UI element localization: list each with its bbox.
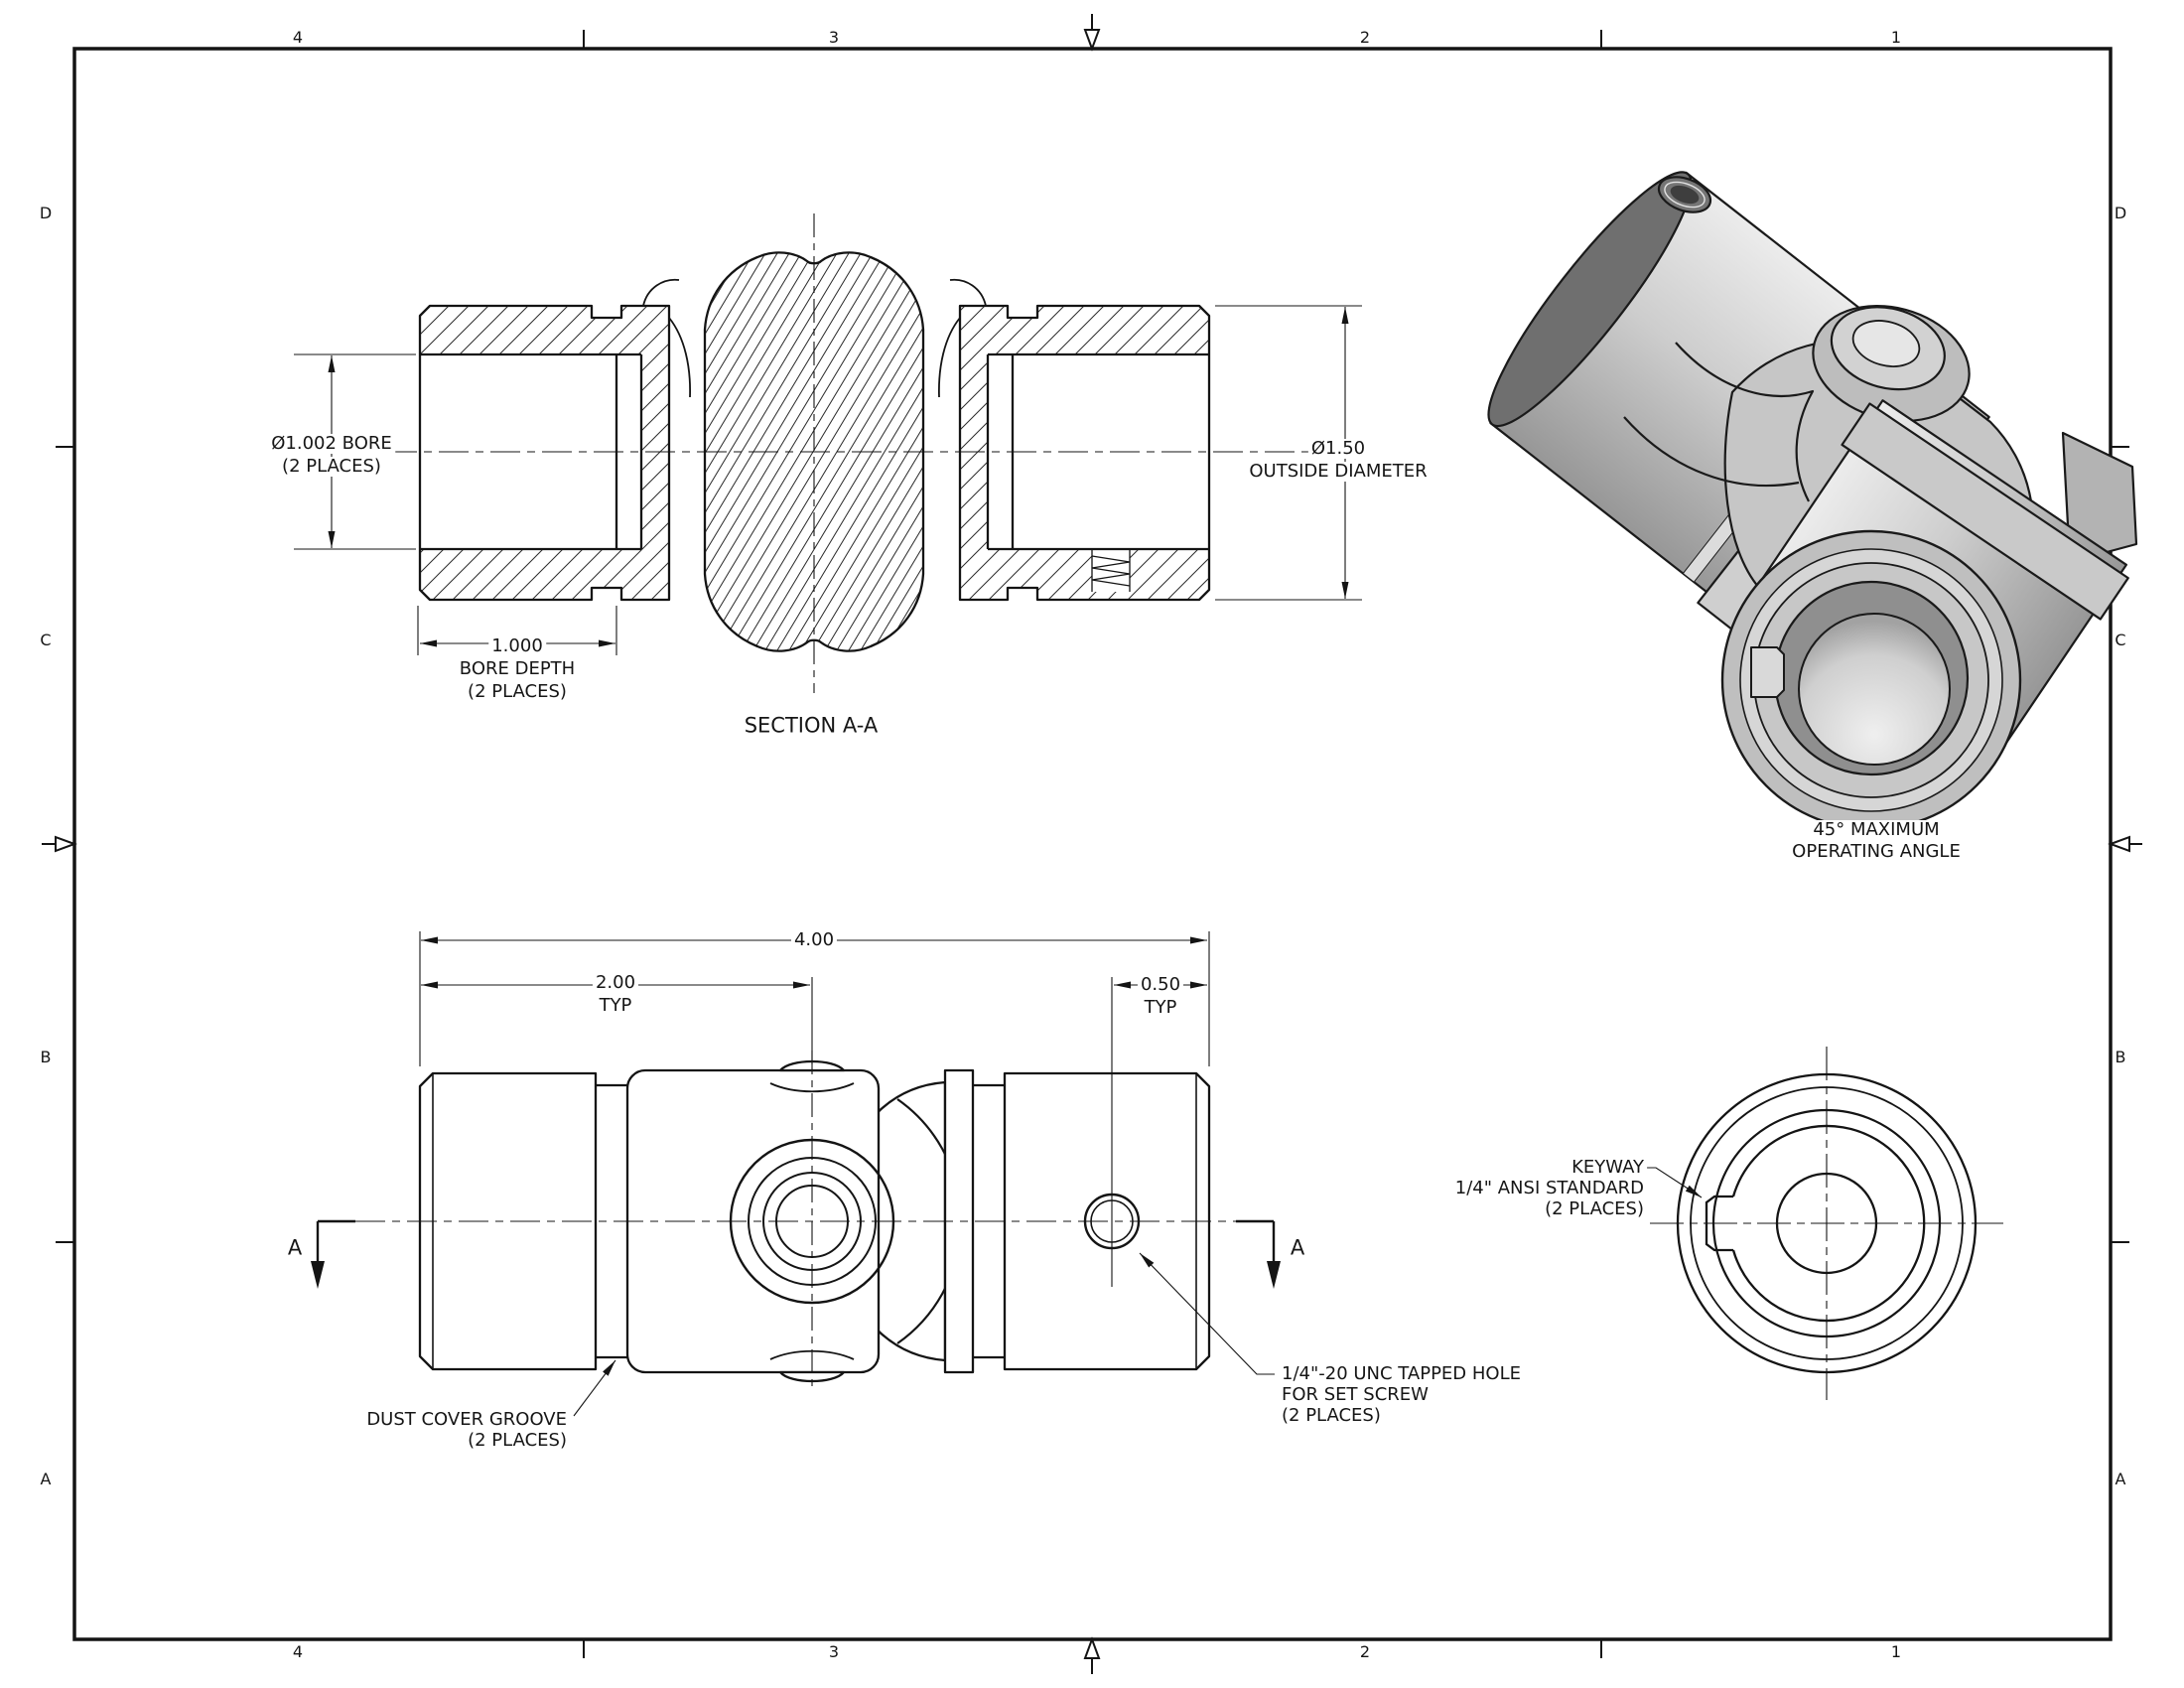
side-view-geometry — [311, 931, 1281, 1417]
depth-dimension-line3: (2 PLACES) — [465, 682, 570, 702]
od-dimension-line2: OUTSIDE DIAMETER — [1246, 462, 1431, 482]
zone-row-right-d: D — [2114, 204, 2127, 222]
sheet-border — [42, 14, 2142, 1674]
zone-col-top-3: 3 — [828, 28, 840, 47]
section-view-geometry — [284, 213, 1362, 693]
zone-row-left-b: B — [40, 1048, 52, 1066]
zone-col-top-1: 1 — [1890, 28, 1902, 47]
bore-dimension-line1: Ø1.002 BORE — [268, 434, 395, 454]
tapped-hole-callout-line2: FOR SET SCREW — [1279, 1385, 1432, 1405]
depth-dimension-value: 1.000 — [488, 636, 546, 656]
zone-row-right-a: A — [2115, 1470, 2126, 1488]
section-arrow-label-left: A — [284, 1236, 306, 1260]
half-length-dimension: 2.00 — [592, 973, 639, 993]
dust-cover-callout-line2: (2 PLACES) — [465, 1431, 570, 1451]
keyway-callout-line1: KEYWAY — [1569, 1158, 1647, 1178]
zone-col-bottom-1: 1 — [1890, 1642, 1902, 1661]
zone-row-left-c: C — [40, 631, 52, 649]
bore-dimension-line2: (2 PLACES) — [279, 457, 384, 477]
section-arrow-label-right: A — [1287, 1236, 1308, 1260]
keyway-callout-line2: 1/4" ANSI STANDARD — [1451, 1179, 1647, 1198]
iso-note-line1: 45° MAXIMUM — [1810, 820, 1943, 840]
zone-col-bottom-3: 3 — [828, 1642, 840, 1661]
zone-row-left-d: D — [39, 204, 53, 222]
zone-col-bottom-2: 2 — [1359, 1642, 1371, 1661]
zone-col-top-4: 4 — [292, 28, 304, 47]
zone-col-top-2: 2 — [1359, 28, 1371, 47]
zone-row-right-b: B — [2115, 1048, 2126, 1066]
zone-row-left-a: A — [40, 1470, 52, 1488]
iso-note-line2: OPERATING ANGLE — [1789, 842, 1964, 862]
tapped-hole-callout-line1: 1/4"-20 UNC TAPPED HOLE — [1279, 1364, 1524, 1384]
tapped-hole-callout-line3: (2 PLACES) — [1279, 1406, 1384, 1426]
setscrew-offset-typ: TYP — [1141, 998, 1180, 1018]
setscrew-offset-dimension: 0.50 — [1137, 975, 1184, 995]
isometric-view-geometry — [1487, 171, 2138, 831]
end-view-geometry — [1640, 1047, 2003, 1400]
keyway-callout-line3: (2 PLACES) — [1542, 1199, 1647, 1219]
half-length-typ: TYP — [596, 996, 635, 1016]
zone-col-bottom-4: 4 — [292, 1642, 304, 1661]
od-dimension-line1: Ø1.50 — [1307, 439, 1369, 459]
depth-dimension-line2: BORE DEPTH — [456, 659, 579, 679]
dust-cover-callout-line1: DUST COVER GROOVE — [363, 1410, 570, 1430]
overall-length-dimension: 4.00 — [790, 930, 838, 950]
zone-row-right-c: C — [2115, 631, 2126, 649]
section-view-title: SECTION A-A — [741, 714, 882, 738]
